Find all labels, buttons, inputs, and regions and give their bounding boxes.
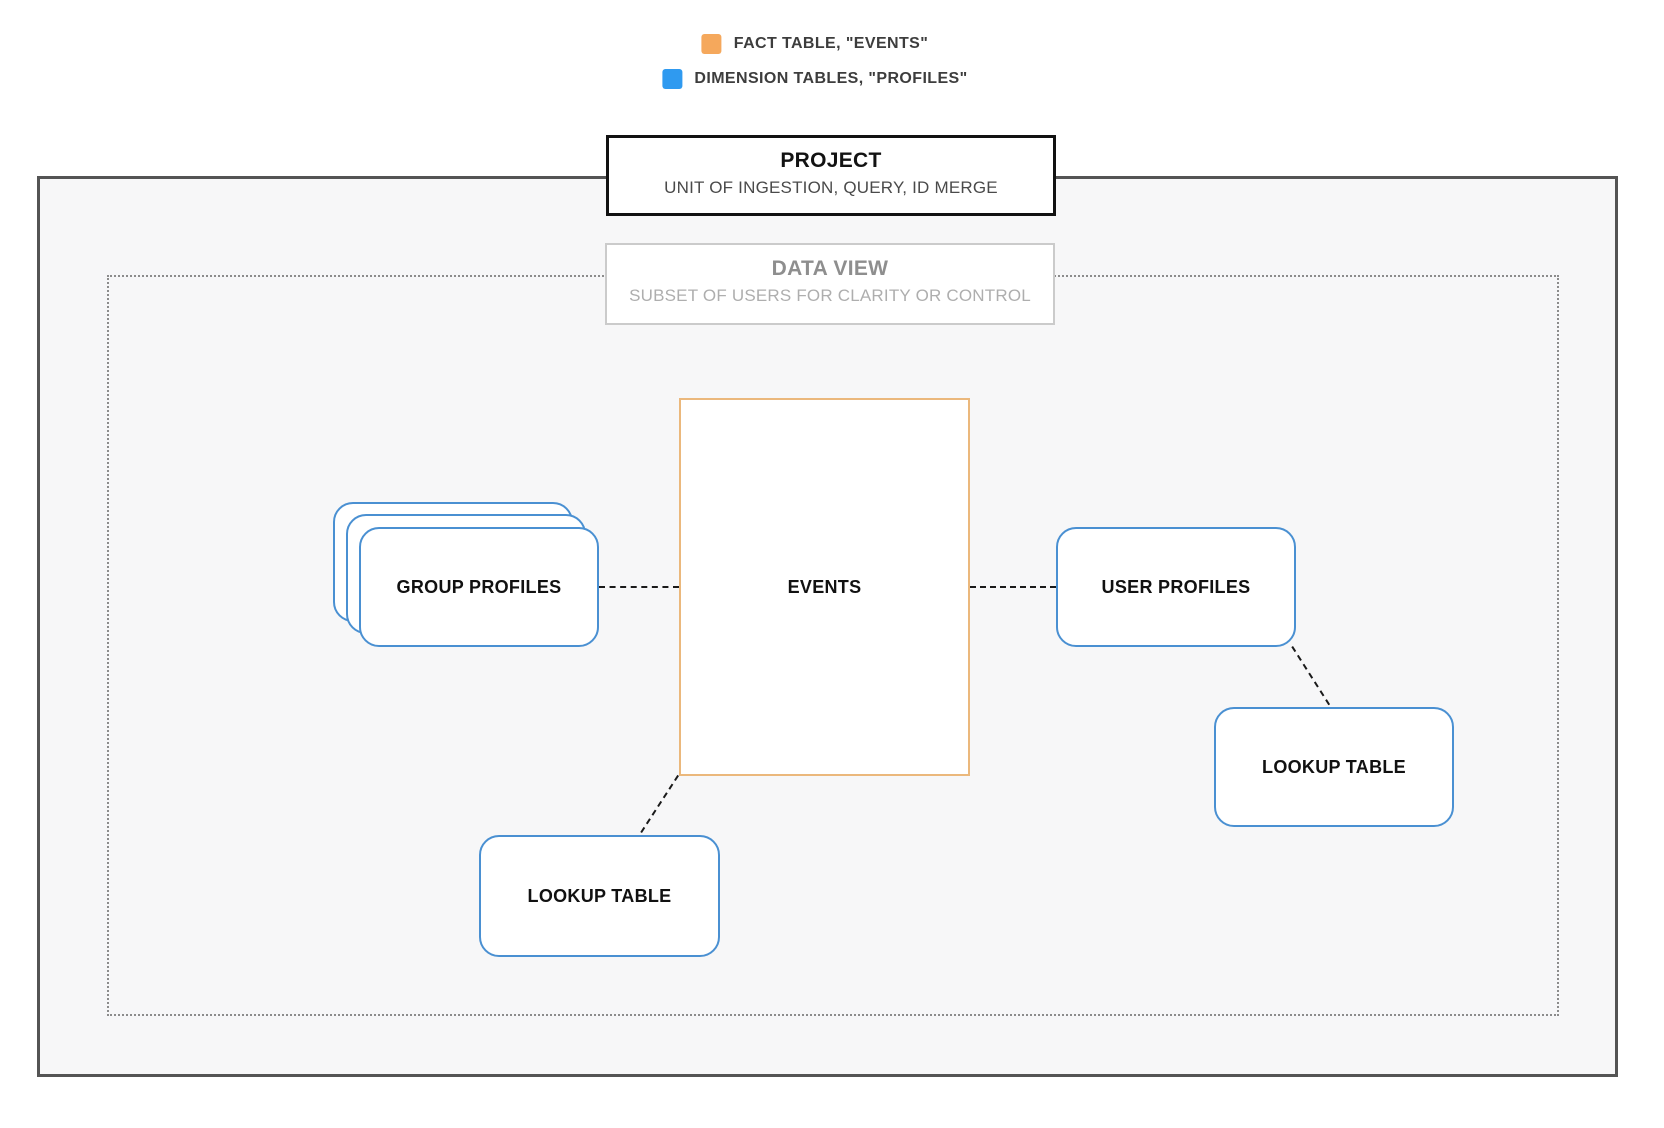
- data-view-subtitle: SUBSET OF USERS FOR CLARITY OR CONTROL: [629, 286, 1031, 305]
- data-view-label-box: DATA VIEW SUBSET OF USERS FOR CLARITY OR…: [605, 243, 1055, 325]
- connector-group-profiles-events: [599, 586, 679, 588]
- project-title: PROJECT: [780, 149, 882, 172]
- legend-fact-table-label: FACT TABLE, "EVENTS": [733, 35, 929, 52]
- node-group-profiles: GROUP PROFILES: [359, 527, 599, 647]
- group-profiles-label: GROUP PROFILES: [396, 576, 562, 597]
- fact-table-swatch-icon: [701, 34, 722, 54]
- legend-dimension-tables-label: DIMENSION TABLES, "PROFILES": [694, 70, 968, 87]
- node-events: EVENTS: [679, 398, 970, 776]
- data-view-title: DATA VIEW: [771, 257, 889, 280]
- node-lookup-table-bottom: LOOKUP TABLE: [479, 835, 720, 957]
- dimension-tables-swatch-icon: [662, 69, 683, 89]
- connector-events-user-profiles: [970, 586, 1056, 588]
- lookup-table-bottom-label: LOOKUP TABLE: [527, 885, 672, 906]
- project-label-box: PROJECT UNIT OF INGESTION, QUERY, ID MER…: [606, 135, 1056, 216]
- legend-item-fact-table: FACT TABLE, "EVENTS": [701, 34, 929, 54]
- events-label: EVENTS: [787, 576, 862, 597]
- node-user-profiles: USER PROFILES: [1056, 527, 1296, 647]
- legend-item-dimension-tables: DIMENSION TABLES, "PROFILES": [662, 69, 967, 89]
- project-subtitle: UNIT OF INGESTION, QUERY, ID MERGE: [664, 178, 998, 197]
- legend: FACT TABLE, "EVENTS" DIMENSION TABLES, "…: [662, 34, 967, 89]
- lookup-table-right-label: LOOKUP TABLE: [1262, 756, 1406, 777]
- user-profiles-label: USER PROFILES: [1101, 576, 1251, 597]
- node-lookup-table-right: LOOKUP TABLE: [1214, 707, 1454, 827]
